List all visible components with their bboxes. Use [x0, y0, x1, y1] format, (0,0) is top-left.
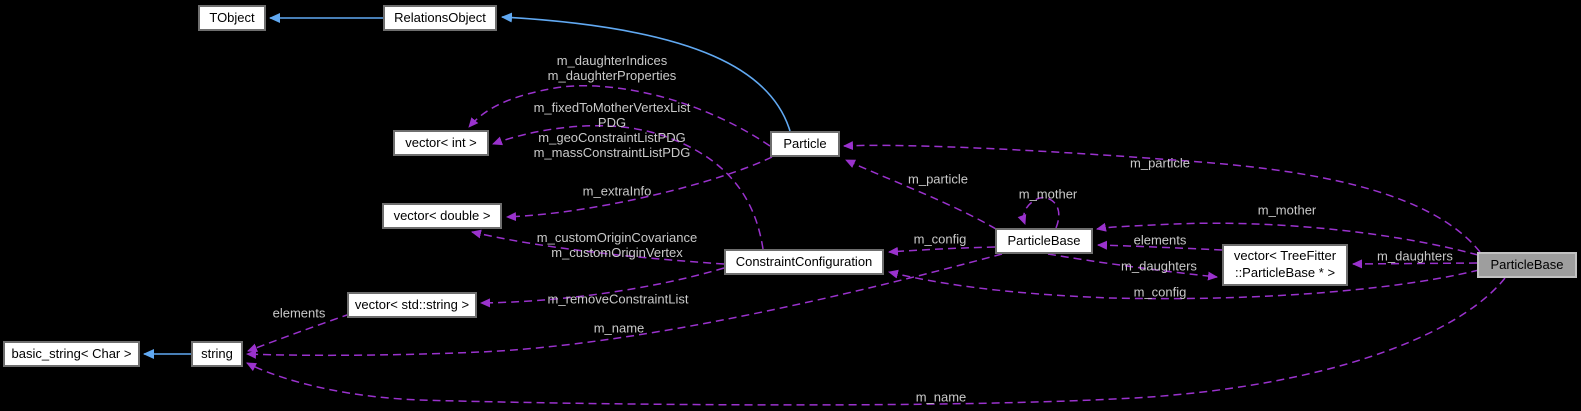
- edge-particle-vector-double-extrainfo: [506, 156, 773, 222]
- edge-particlebase-particle-particle: [845, 159, 997, 230]
- edge-inherit-particle-relationsobject: [501, 12, 791, 132]
- node-vector-int[interactable]: vector< int >: [393, 130, 489, 156]
- edge-particle-vector-int-daughterindices: [468, 85, 771, 147]
- edge-particlebase-current-cc-config: [888, 269, 1480, 300]
- edge-particlebase-string-name: [246, 253, 1003, 359]
- node-vector-treefitter-particlebase[interactable]: vector< TreeFitter ::ParticleBase * >: [1222, 244, 1348, 286]
- edge-cc-vector-int-constraintlists: [492, 124, 764, 250]
- node-vector-double[interactable]: vector< double >: [382, 203, 502, 229]
- edge-vector-tf-particlebase-elements: [1097, 240, 1223, 251]
- node-constraint-configuration[interactable]: ConstraintConfiguration: [724, 249, 884, 275]
- edge-cc-vector-double-customorigin: [471, 229, 725, 265]
- edge-particlebase-self-mother: [1017, 197, 1060, 229]
- edge-particlebase-cc-config: [888, 246, 996, 256]
- node-particle[interactable]: Particle: [770, 131, 840, 157]
- node-basic-string-char[interactable]: basic_string< Char >: [3, 341, 140, 367]
- node-vector-std-string[interactable]: vector< std::string >: [347, 292, 477, 318]
- node-particle-base[interactable]: ParticleBase: [995, 228, 1093, 254]
- node-relations-object[interactable]: RelationsObject: [383, 5, 497, 31]
- node-particle-base-current[interactable]: ParticleBase: [1477, 252, 1577, 278]
- edge-particlebase-current-vector-tf-daughters: [1352, 259, 1478, 269]
- edge-vector-string-string-elements: [247, 313, 351, 353]
- node-tobject[interactable]: TObject: [198, 5, 266, 31]
- edge-particlebase-current-particlebase-mother: [1096, 222, 1479, 256]
- edge-particlebase-current-string-name: [246, 277, 1506, 406]
- edge-particlebase-current-particle-particle: [843, 141, 1481, 253]
- edge-cc-vector-string-removeconstraintlist: [480, 267, 725, 308]
- edge-particlebase-vector-tf-daughters: [1047, 253, 1218, 281]
- node-string[interactable]: string: [191, 341, 243, 367]
